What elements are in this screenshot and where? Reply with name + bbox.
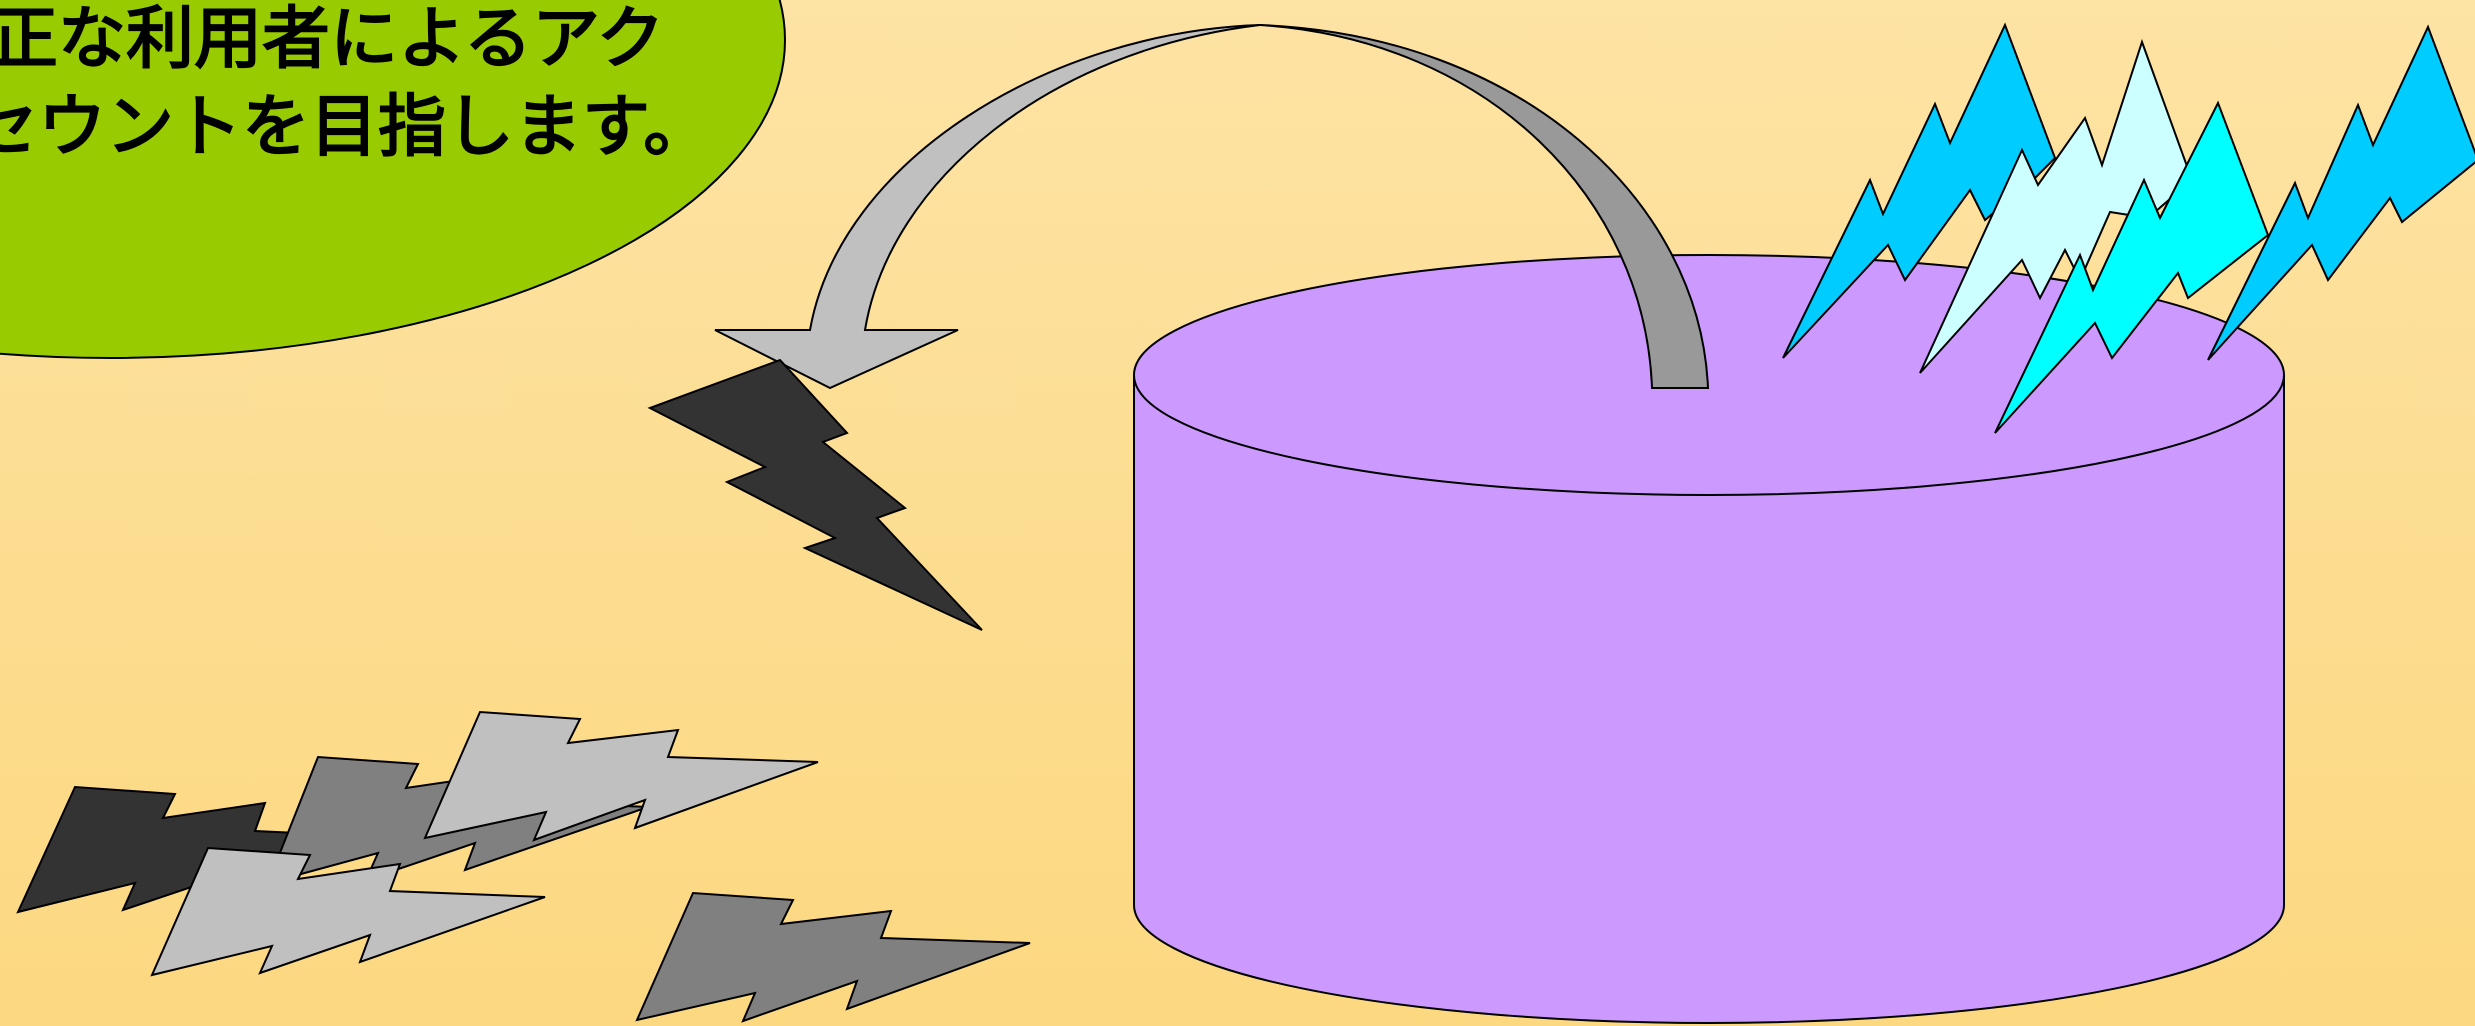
light-gray-bolt-upper <box>425 712 818 840</box>
database-cylinder <box>1134 255 2284 1023</box>
callout-bubble: 正な利用者によるアク セウントを目指します。 <box>0 0 785 358</box>
lightning-bolt-icon <box>650 360 982 630</box>
light-gray-bolt-lower <box>152 848 545 975</box>
callout-text-line-2: セウントを目指します。 <box>0 88 711 167</box>
lower-left-bolts <box>18 712 1030 1021</box>
dark-gray-bolt-lower <box>637 893 1030 1021</box>
callout-text-line-1: 正な利用者によるアク <box>0 0 665 79</box>
black-bolt-shape <box>650 360 982 630</box>
